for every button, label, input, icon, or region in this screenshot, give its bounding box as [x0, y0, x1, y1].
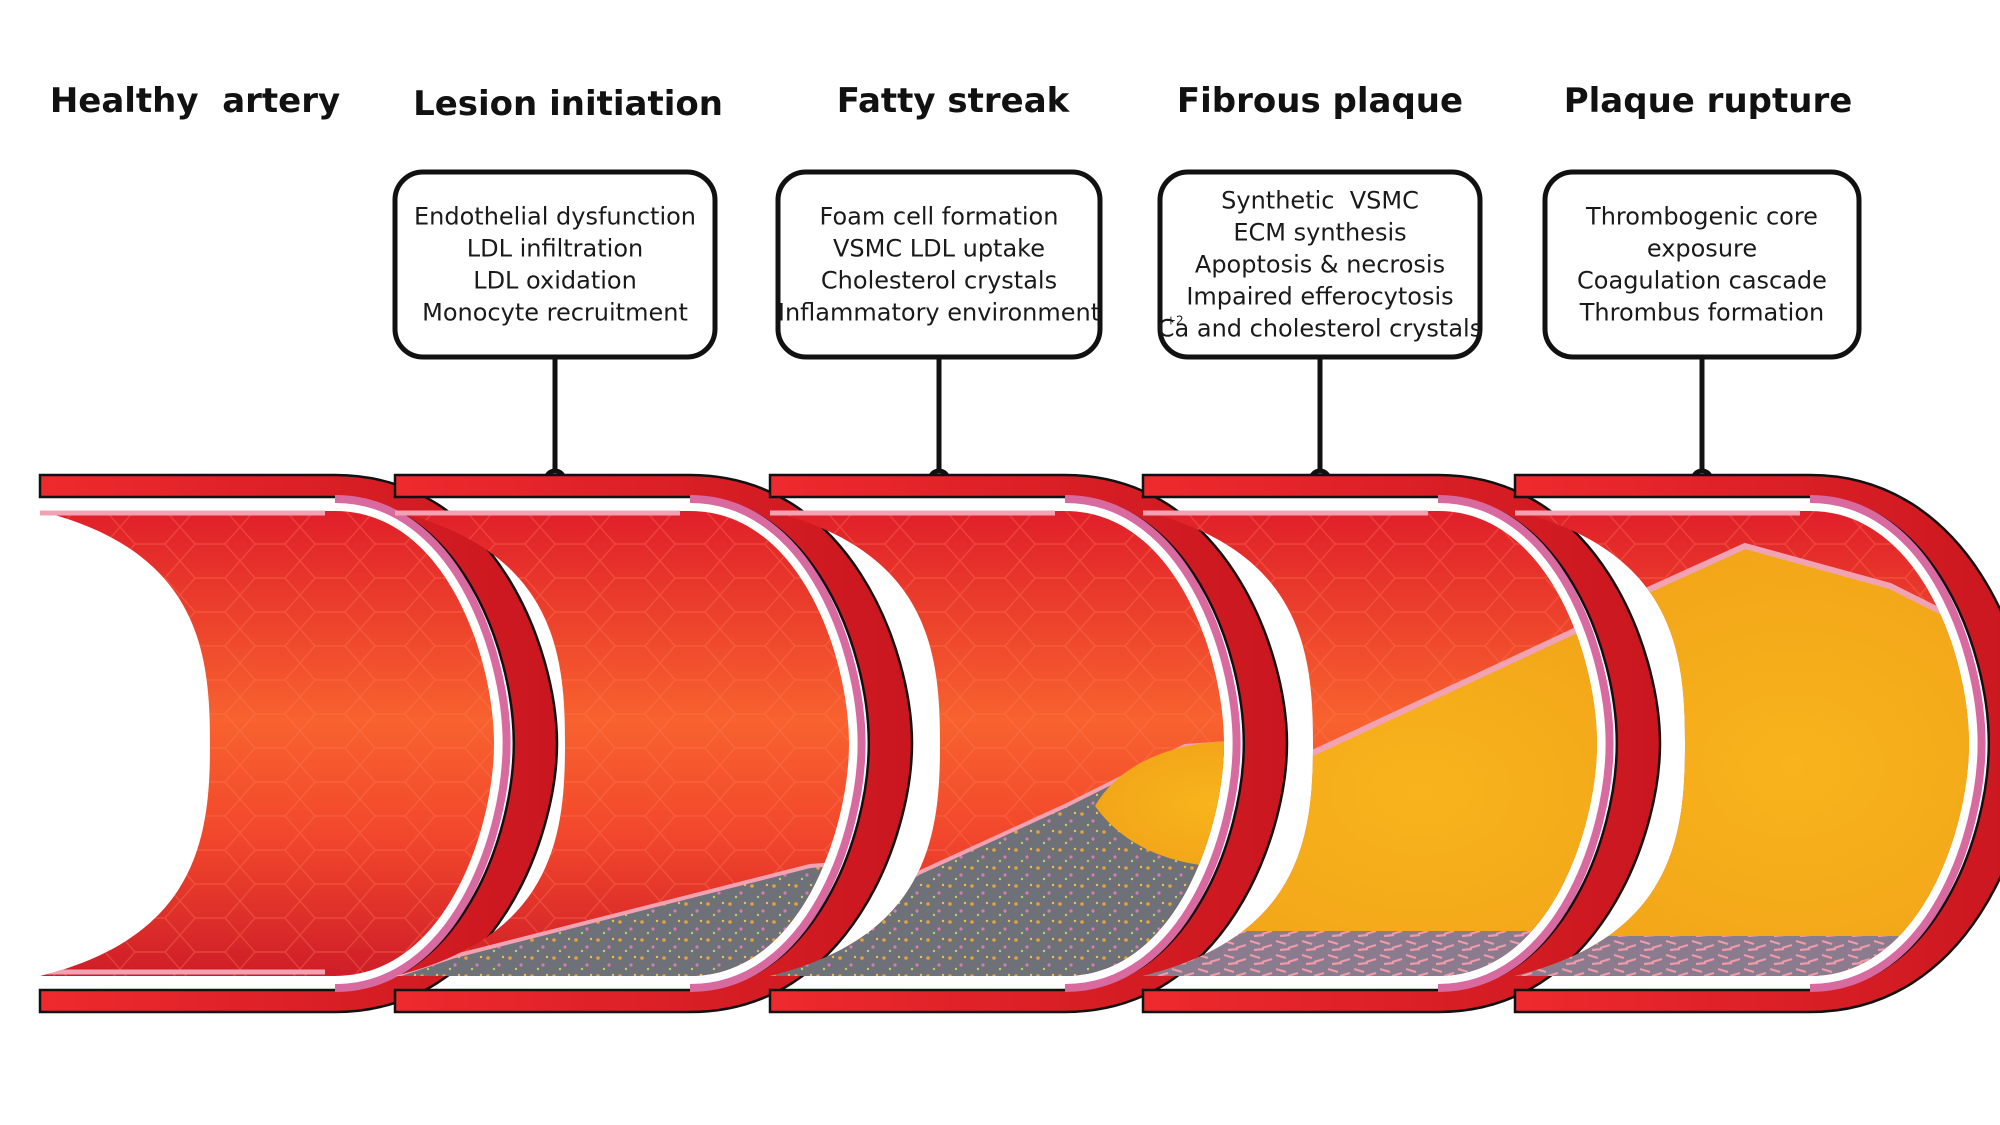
box-line: Coagulation cascade: [1577, 267, 1827, 295]
box-line: Ca and cholesterol crystals: [1158, 315, 1482, 343]
box-line: ECM synthesis: [1233, 219, 1406, 247]
box-line: LDL infiltration: [467, 235, 643, 263]
endothelium-texture: [395, 511, 849, 976]
stage-title-lesion-initiation: Lesion initiation: [413, 84, 723, 124]
intima-layer: [689, 495, 866, 992]
stage-titles: Healthy artery Lesion initiation Fatty str…: [50, 81, 1852, 124]
box-line: exposure: [1647, 235, 1757, 263]
vessel-wall: [393, 473, 914, 1014]
artery-segment-healthy-artery: [38, 473, 559, 1014]
vessel-wall: [768, 473, 1289, 1014]
box-line: VSMC LDL uptake: [833, 235, 1045, 263]
vessel-wall: [1141, 473, 1662, 1014]
vessel-wall: [1513, 473, 2000, 1014]
stage-title-fibrous-plaque: Fibrous plaque: [1177, 81, 1463, 121]
box-line: Thrombogenic core: [1585, 203, 1818, 231]
calcium-superscript: +2: [1166, 314, 1184, 328]
intima-layer: [334, 495, 511, 992]
stage-title-plaque-rupture: Plaque rupture: [1564, 81, 1853, 121]
stage-title-fatty-streak: Fatty streak: [837, 81, 1071, 121]
box-frame: [775, 169, 1103, 360]
artery-segment-fatty-streak: [768, 473, 1289, 1014]
box-line: Cholesterol crystals: [821, 267, 1057, 295]
box-line: Foam cell formation: [820, 203, 1059, 231]
box-line: Thrombus formation: [1579, 299, 1825, 327]
box-frame: [392, 169, 718, 360]
box-frame: [1542, 169, 1862, 360]
box-line: Monocyte recruitment: [422, 299, 688, 327]
intima-layer: [1437, 495, 1614, 992]
intima-layer: [1064, 495, 1241, 992]
vessel-wall: [38, 473, 559, 1014]
artery-segments: [38, 473, 2000, 1014]
box-line: Apoptosis & necrosis: [1195, 251, 1445, 279]
artery-segment-lesion-initiation: [393, 473, 914, 1014]
box-line: Impaired efferocytosis: [1186, 283, 1453, 311]
box-line: Synthetic VSMC: [1221, 187, 1419, 215]
box-line: LDL oxidation: [473, 267, 637, 295]
box-line: Endothelial dysfunction: [414, 203, 696, 231]
stage-title-healthy-artery: Healthy artery: [50, 81, 340, 121]
intima-layer: [1809, 495, 1986, 992]
endothelium-texture: [40, 511, 494, 976]
box-line: Inflammatory environment: [778, 299, 1100, 327]
